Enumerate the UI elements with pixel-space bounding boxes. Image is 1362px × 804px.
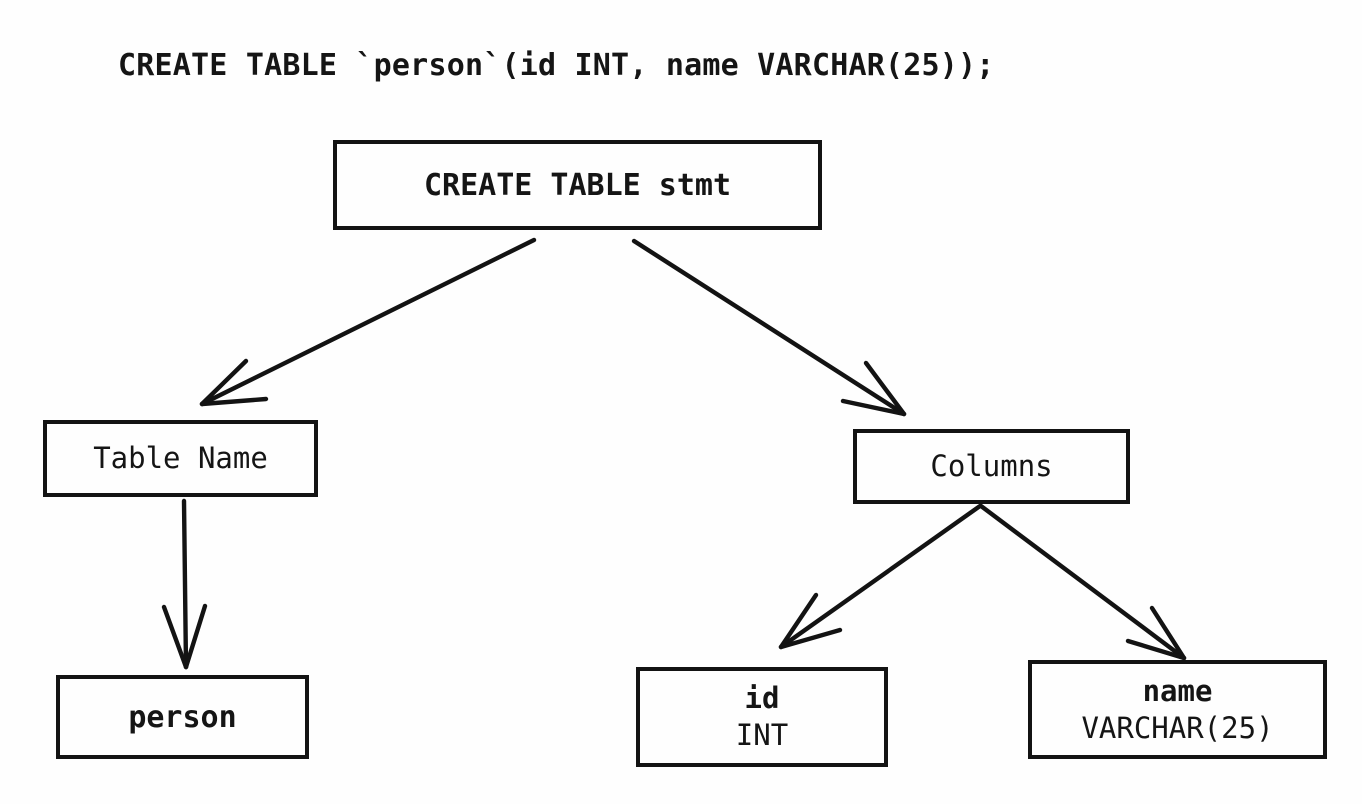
node-column-id: id INT [636,667,888,767]
edge-root-to-table-name-arrow [199,237,537,407]
column-name-name: name [1142,673,1213,708]
node-columns: Columns [853,429,1130,504]
node-create-table-stmt: CREATE TABLE stmt [333,140,822,230]
sql-statement-text: CREATE TABLE `person`(id INT, name VARCH… [118,48,995,83]
node-table-name: Table Name [43,420,318,497]
column-id-type: INT [735,718,789,752]
node-columns-label: Columns [930,449,1053,483]
node-table-name-label: Table Name [93,441,268,475]
node-person-value: person [56,675,309,759]
edge-table-name-to-person-arrow [161,498,208,670]
column-id-name: id [744,681,780,715]
node-column-name: name VARCHAR(25) [1028,660,1327,759]
column-name-type: VARCHAR(25) [1081,710,1274,745]
node-person-value-label: person [128,699,237,735]
edge-columns-to-id-arrow [778,503,983,650]
edge-root-to-columns-arrow [631,238,907,417]
edge-columns-to-name-arrow [978,503,1187,661]
node-create-table-stmt-label: CREATE TABLE stmt [423,167,732,203]
